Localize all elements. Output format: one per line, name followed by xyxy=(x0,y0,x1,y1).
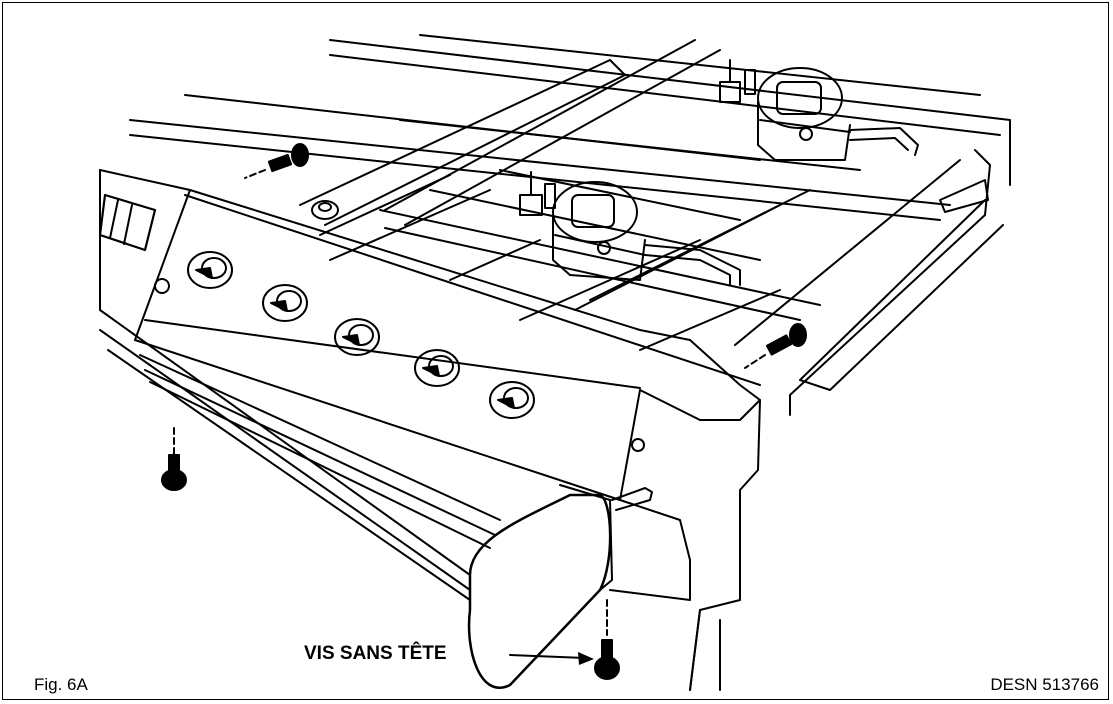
knob xyxy=(187,251,233,289)
control-panel xyxy=(98,169,761,501)
screw-right xyxy=(744,323,807,369)
burner-valve-rear xyxy=(719,59,919,161)
knob xyxy=(334,318,380,356)
burner-valve-front xyxy=(519,171,741,286)
knob xyxy=(414,349,460,387)
figure-label: Fig. 6A xyxy=(34,675,88,694)
control-knobs xyxy=(187,251,535,419)
grill-rails xyxy=(129,34,1011,416)
document-code: DESN 513766 xyxy=(990,675,1099,694)
callout-label: VIS SANS TÊTE xyxy=(304,643,447,664)
knob xyxy=(262,284,308,322)
spacer-nut xyxy=(311,200,339,220)
screw-rear-left xyxy=(244,143,309,179)
screw-bottom-left xyxy=(161,427,187,491)
callout-arrow xyxy=(509,652,594,665)
setscrew-bottom xyxy=(594,599,620,680)
knob xyxy=(489,381,535,419)
front-rail xyxy=(99,309,761,691)
